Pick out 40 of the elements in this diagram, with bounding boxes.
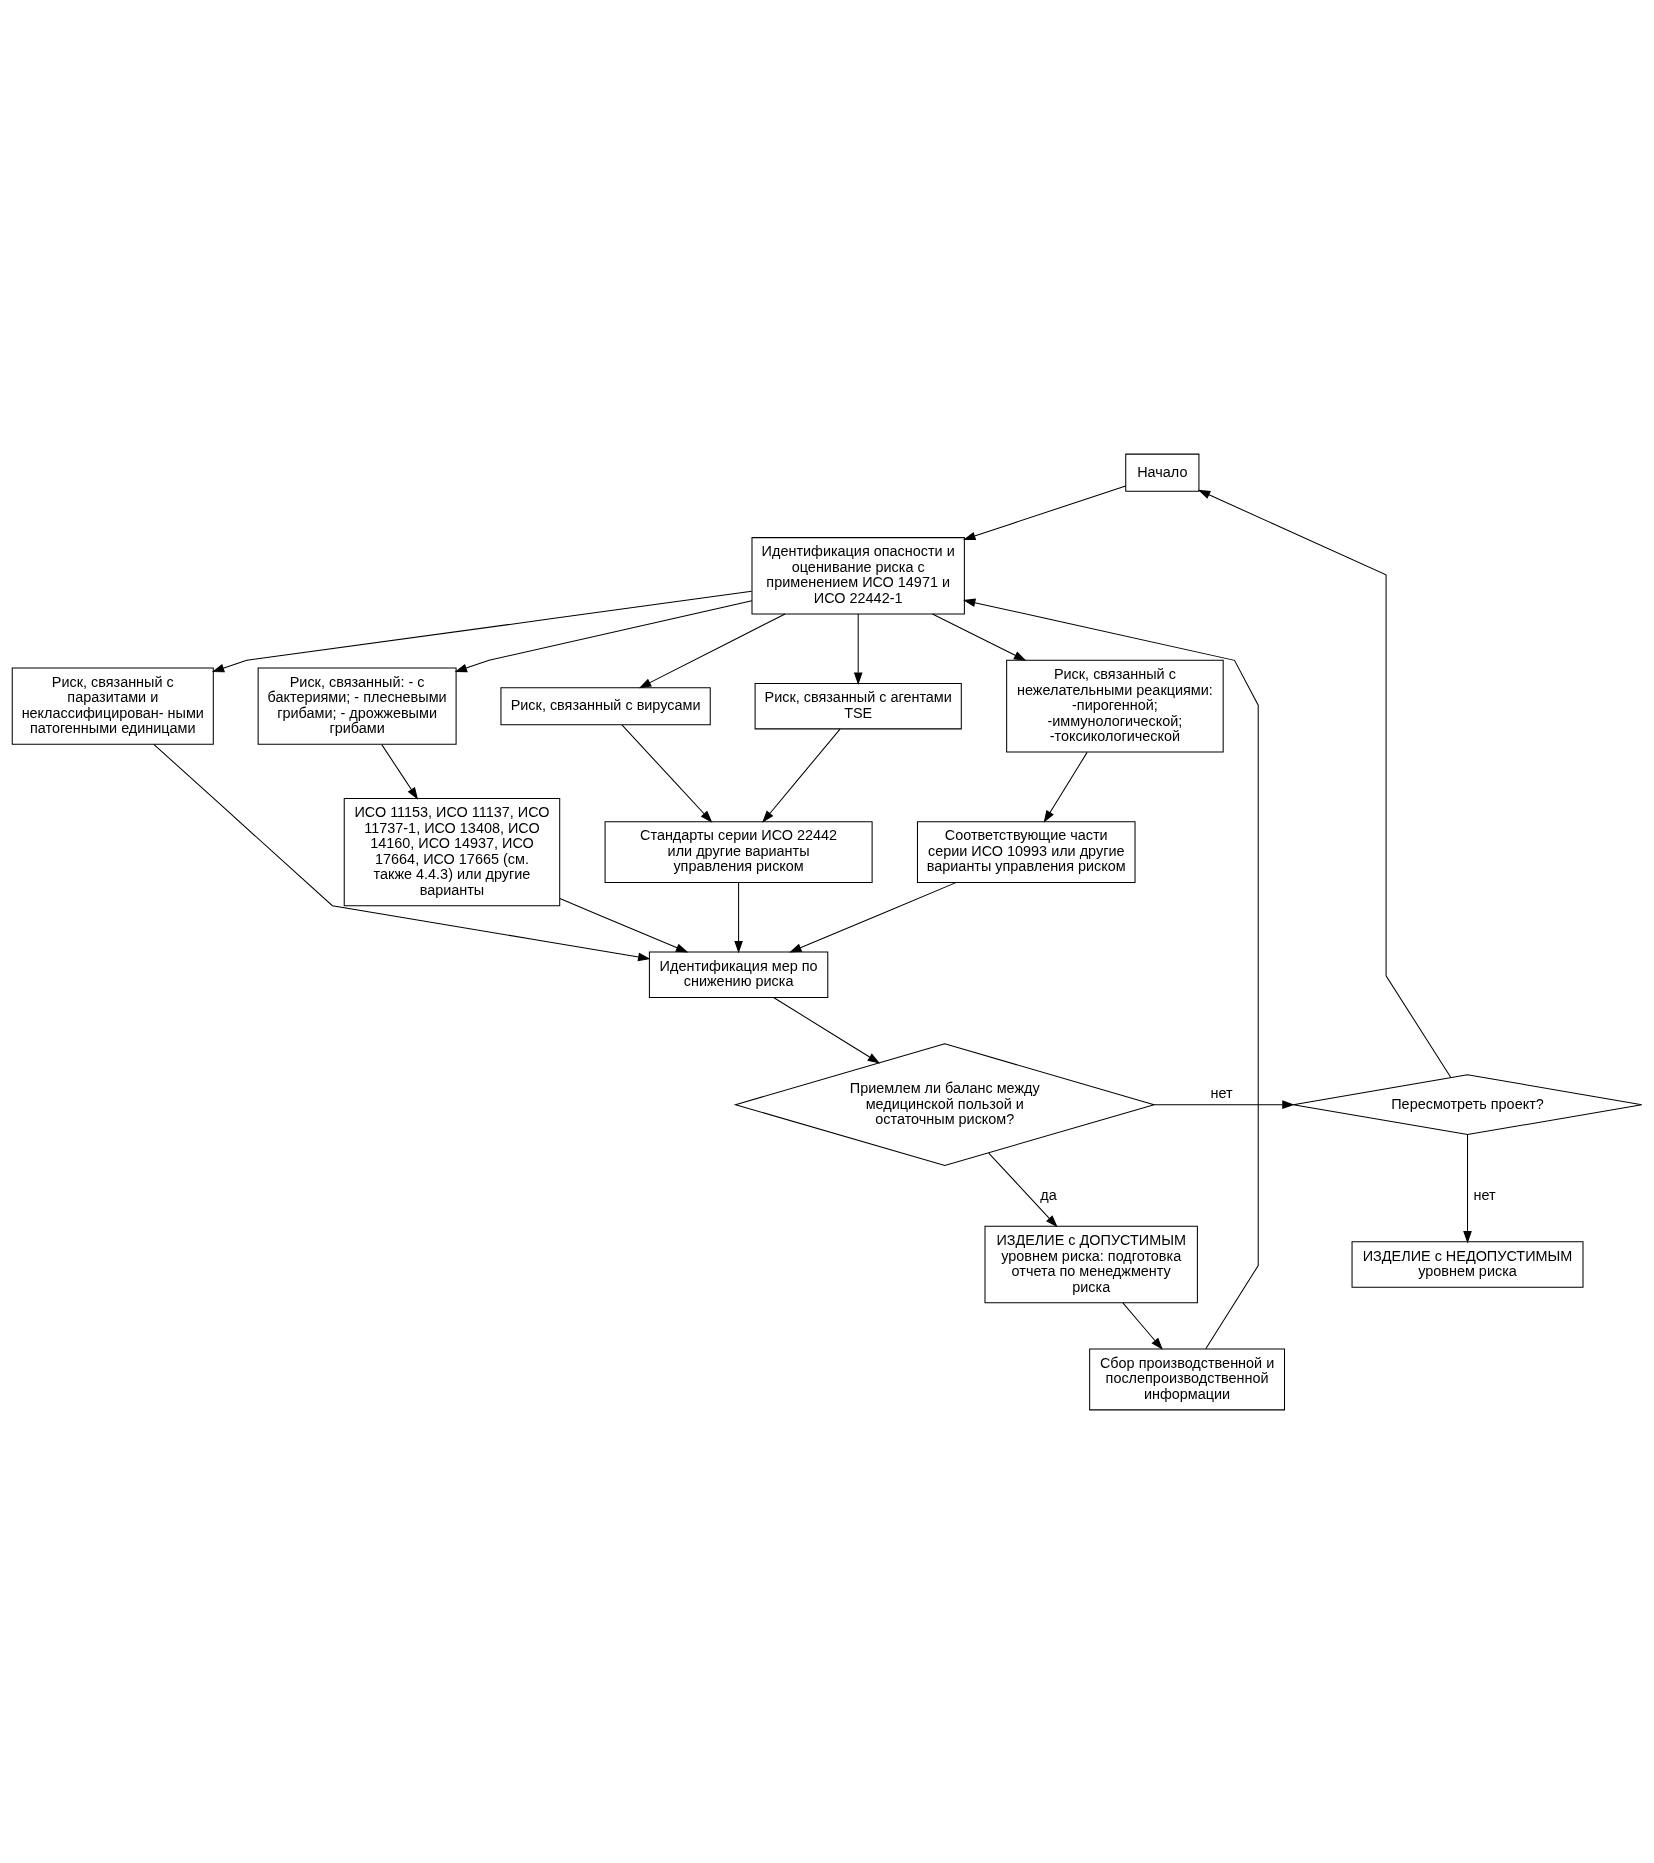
node-box: ИЗДЕЛИЕ с ДОПУСТИМЫМ уровнем риска: подготовка отчета по менеджменту риска	[984, 1225, 1198, 1303]
node-box: Риск, связанный с паразитами и неклассифицирован- ными патогенными единицами	[11, 667, 214, 745]
arrow	[153, 743, 651, 961]
node-box: ИСО 11153, ИСО 11137, ИСО 11737-1, ИСО 13408, ИСО 14160, ИСО 14937, ИСО 17664, ИСО 17665 (см. также 4.4.3) или другие варианты	[343, 797, 561, 906]
arrow	[853, 612, 863, 685]
arrow	[988, 1152, 1058, 1227]
node-diamond: Пересмотреть проект?	[1292, 1073, 1643, 1135]
arrow	[931, 612, 1027, 661]
arrow	[1122, 1301, 1163, 1350]
node-box: Начало	[1125, 453, 1200, 492]
edge-label: нет	[1210, 1084, 1233, 1101]
arrow	[963, 598, 1259, 1349]
arrow	[1043, 751, 1088, 823]
arrow	[1463, 1133, 1472, 1243]
arrow	[762, 728, 841, 823]
edge-label: нет	[1473, 1186, 1496, 1203]
edge-label: да	[1040, 1186, 1057, 1203]
node-box: Идентификация мер по снижению риска	[648, 951, 829, 998]
arrow	[1197, 489, 1452, 1078]
arrow	[789, 881, 957, 953]
node-box: Идентификация опасности и оценивание риска с применением ИСО 14971 и ИСО 22442-1	[751, 536, 965, 614]
node-box: Риск, связанный: - с бактериями; - плесневыми грибами; - дрожжевыми грибами	[257, 667, 457, 745]
arrow	[454, 599, 753, 672]
arrow	[621, 723, 713, 823]
node-box: Соответствующие части серии ИСО 10993 или другие варианты управления риском	[916, 820, 1136, 883]
node-box: Риск, связанный с вирусами	[500, 686, 711, 725]
node-diamond: Приемлем ли баланс между медицинской пользой и остаточным риском?	[733, 1042, 1156, 1166]
node-box: ИЗДЕЛИЕ с НЕДОПУСТИМЫМ уровнем риска	[1351, 1240, 1584, 1288]
arrow	[1153, 1099, 1295, 1109]
arrow	[773, 996, 881, 1064]
arrow	[381, 743, 419, 800]
node-box: Риск, связанный с агентами TSE	[754, 682, 962, 729]
arrow	[638, 612, 786, 688]
arrow	[963, 484, 1127, 540]
node-box: Стандарты серии ИСО 22442 или другие варианты управления риском	[604, 820, 873, 883]
arrow	[734, 881, 743, 953]
node-box: Риск, связанный с нежелательными реакциями: -пирогенной; -иммунологической; -токсикологической	[1006, 659, 1224, 753]
node-box: Сбор производственной и послепроизводственной информации	[1089, 1348, 1286, 1410]
arrow	[559, 897, 689, 953]
arrow	[211, 590, 753, 672]
